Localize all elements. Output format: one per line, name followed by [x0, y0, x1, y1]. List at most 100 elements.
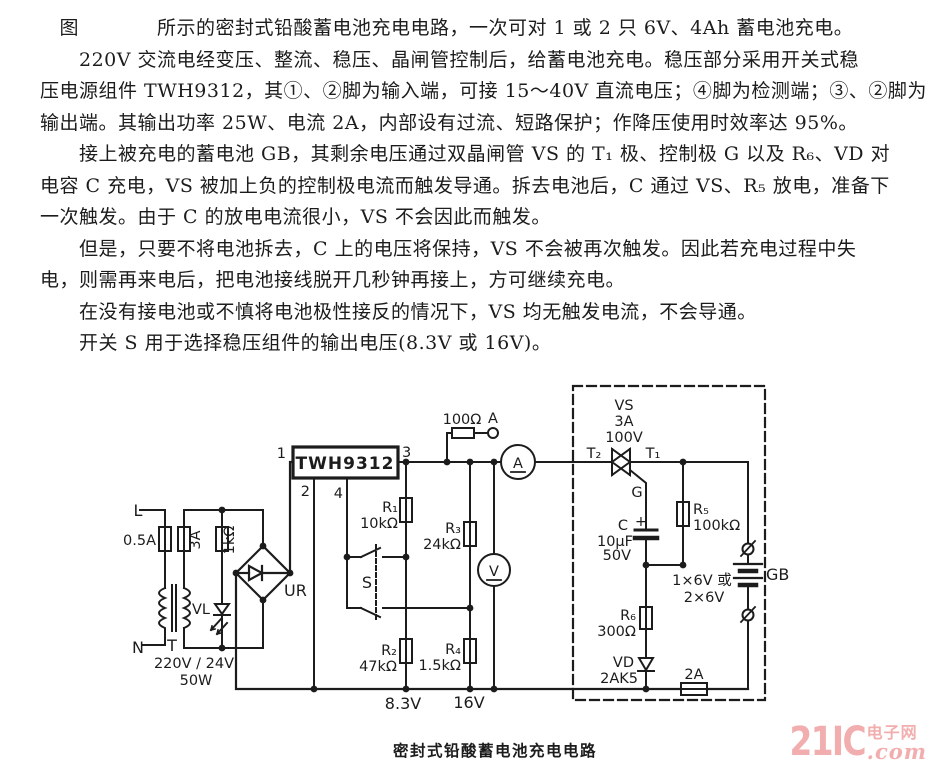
r1-label: R₁: [382, 500, 398, 516]
r3-label: R₃: [445, 521, 461, 537]
bridge-diode-bar: [260, 564, 288, 582]
triac-bars: [611, 448, 631, 476]
junction-dot: [259, 542, 267, 550]
text-line: 开关 S 用于选择稳压组件的输出电压(8.3V 或 16V)。: [40, 332, 552, 354]
line-wire: [139, 509, 166, 589]
r5-value: 100kΩ: [693, 518, 740, 534]
text-line: 图 所示的密封式铅酸蓄电池充电电路，一次可对 1 或 2 只 6V、4Ah 蓄电…: [40, 17, 854, 39]
ic-label: TWH9312: [296, 454, 395, 474]
vl-led-arrows: [209, 617, 229, 636]
indicator-branch: [209, 509, 231, 649]
ammeter-label: A: [513, 456, 523, 472]
text-line: 在没有接电池或不慎将电池极性接反的情况下，VS 均无触发电流，不会导通。: [40, 300, 757, 323]
terminal-a-circle: [487, 427, 499, 439]
n-terminal-label: N: [132, 638, 144, 657]
text-line: 接上被充电的蓄电池 GB，其剩余电压通过双晶闸管 VS 的 T₁ 极、控制极 G…: [40, 143, 891, 165]
divider-network: [346, 461, 477, 690]
watermark-site-name: 电子网: [866, 723, 918, 742]
battery-terminal-top-slash: [739, 539, 757, 558]
secondary-coil: [181, 586, 191, 630]
junction-dot: [402, 553, 410, 561]
r3-value: 24kΩ: [423, 537, 461, 553]
transformer-ratio-label: 220V / 24V: [154, 656, 234, 672]
junction-dot: [218, 506, 226, 514]
cap-label: C: [618, 518, 628, 534]
cap-voltage-label: 50V: [603, 548, 631, 564]
junction-dot: [343, 553, 351, 561]
pin3-label: 3: [402, 445, 411, 461]
text-line: 但是，只要不将电池拆去，C 上的电压将保持，VS 不会被再次触发。因此若充电过程…: [40, 237, 857, 260]
text-line: 电容 C 充电，VS 被加上负的控制极电流而触发导通。拆去电池后，C 通过 VS…: [40, 174, 890, 197]
ic-body: [291, 445, 400, 480]
terminal-a-label: A: [488, 411, 498, 427]
r4-label: R₄: [445, 642, 461, 658]
text-line: 一次触发。由于 C 的放电电流很小，VS 不会因此而触发。: [40, 206, 551, 228]
t2-label: T₂: [586, 446, 602, 462]
junction-dot: [218, 644, 226, 652]
triac-voltage-label: 100V: [605, 430, 643, 446]
junction-dot: [443, 458, 451, 466]
vd-diode-triangle: [637, 657, 655, 672]
gate-label: G: [631, 485, 642, 501]
r4-value: 1.5kΩ: [418, 658, 461, 674]
triac-current-label: 3A: [614, 414, 633, 430]
triac-label: VS: [614, 398, 633, 414]
vl-led-triangle: [213, 603, 231, 616]
junction-dot: [490, 685, 498, 693]
output-branch: [446, 427, 611, 690]
junction-dot: [286, 569, 294, 577]
text-line: 输出端。其输出功率 25W、电流 2A，内部设有过流、短路保护；作降压使用时效率…: [40, 111, 858, 134]
junction-dot: [310, 685, 318, 693]
battery-option1-label: 1×6V 或: [672, 572, 732, 589]
bridge-label: UR: [284, 581, 307, 600]
r6-label: R₆: [620, 608, 636, 624]
junction-dot: [642, 561, 650, 569]
voltmeter-label: V: [489, 564, 499, 580]
trigger-network: [571, 384, 767, 702]
meter-underlines: [486, 471, 526, 581]
r6-value: 300Ω: [597, 624, 636, 640]
battery-terminal-bottom-slash: [739, 605, 757, 624]
shunt-resistor-label: 100Ω: [443, 412, 482, 428]
triac-triangle-right: [611, 447, 632, 477]
t1-label: T₁: [645, 446, 661, 462]
dc-minus-rail: [234, 571, 750, 691]
gate-wire: [628, 468, 647, 531]
junction-dot: [402, 685, 410, 693]
triac-triangle-left: [610, 447, 631, 477]
junction-dot: [402, 458, 410, 466]
vl-label: VL: [192, 602, 210, 618]
junction-dot: [259, 596, 267, 604]
text-line: 压电源组件 TWH9312，其①、②脚为输入端，可接 15～40V 直流电压；④…: [40, 80, 927, 102]
vd-label: VD: [613, 655, 634, 671]
vl-led-arrowheads: [210, 625, 222, 635]
tap-low-label: 8.3V: [385, 694, 421, 713]
transformer-core: [171, 584, 177, 632]
shunt-resistor-body: [451, 427, 475, 439]
vd-type-label: 2AK5: [600, 671, 638, 687]
watermark-brand: 21IC: [789, 719, 866, 765]
regulator-ic: TWH9312 1 3 2 4: [277, 445, 502, 690]
junction-dot: [679, 561, 687, 569]
watermark-right-column: 电子网 .com: [866, 720, 927, 763]
dashed-enclosure: [571, 384, 767, 702]
t1-wire: [629, 461, 749, 544]
junction-dot: [466, 685, 474, 693]
junction-dot: [232, 569, 240, 577]
primary-coil: [141, 586, 168, 646]
transformer-section: [139, 509, 264, 649]
transformer-power-label: 50W: [180, 673, 213, 689]
site-watermark: 21IC 电子网 .com: [773, 720, 927, 764]
indicator-resistor-label: 1kΩ: [222, 526, 238, 555]
junction-dot: [490, 458, 498, 466]
figure-caption: 密封式铅酸蓄电池充电电路: [392, 741, 597, 760]
cap-plus-label: +: [635, 514, 647, 530]
tap-high-label: 16V: [453, 693, 484, 712]
transformer-label: T: [166, 636, 177, 655]
fuse-output-label: 2A: [684, 667, 703, 683]
pin1-label: 1: [277, 446, 286, 462]
fuse-primary-label: 0.5A: [123, 533, 156, 549]
battery-option2-label: 2×6V: [684, 590, 725, 606]
text-line: 220V 交流电经变压、整流、稳压、晶闸管控制后，给蓄电池充电。稳压部分采用开关…: [40, 48, 860, 71]
